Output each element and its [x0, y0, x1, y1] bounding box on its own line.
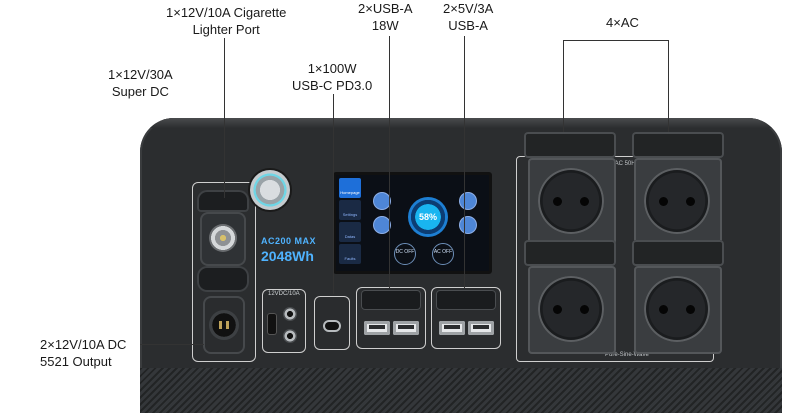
lead-usb-a-5v — [464, 36, 465, 288]
power-button[interactable] — [250, 170, 290, 210]
screen-menu: Homepage Settings Datas Faults — [339, 178, 361, 266]
menu-datas[interactable]: Datas — [339, 222, 361, 242]
lead-cigarette — [224, 38, 225, 198]
label-usb-a-18w: 2×USB-A 18W — [358, 1, 413, 33]
usb-a-5v-panel — [431, 287, 501, 349]
lead-ac-left — [563, 40, 564, 132]
pure-sine-label: Pure-Sine-Wave — [605, 352, 649, 358]
solar-input-icon — [374, 193, 390, 209]
ac-socket-1-well — [538, 168, 604, 234]
label-usb-a-5v: 2×5V/3A USB-A — [443, 1, 494, 33]
dc-5521-panel: 12VDC/10A — [262, 289, 306, 353]
ac-socket-3-well — [538, 276, 604, 342]
dc-off-button[interactable]: DC OFF — [394, 243, 416, 265]
lead-dc-5521 — [140, 344, 204, 345]
usb-a-18w-port-1[interactable] — [364, 321, 390, 335]
ac-socket-2-well — [644, 168, 710, 234]
lead-usb-a-18w — [389, 36, 390, 288]
menu-faults[interactable]: Faults — [339, 244, 361, 264]
ac-output-icon — [460, 217, 476, 233]
dc-output-icon — [460, 193, 476, 209]
battery-gauge: 58% — [408, 197, 448, 237]
ac-off-button[interactable]: AC OFF — [432, 243, 454, 265]
label-super-dc: 1×12V/30A Super DC — [108, 67, 173, 99]
cigarette-lighter-port[interactable] — [200, 212, 246, 266]
super-dc-port[interactable] — [203, 296, 245, 354]
usb-a-5v-port-2[interactable] — [468, 321, 494, 335]
ac-cover-2[interactable] — [632, 132, 724, 158]
super-dc-cover[interactable] — [197, 266, 249, 292]
dc-5521-tag: 12VDC/10A — [268, 291, 300, 297]
ac-socket-2[interactable] — [634, 158, 722, 246]
lighter-socket — [209, 224, 237, 252]
ac-cover-1[interactable] — [524, 132, 616, 158]
dc-5521-jack-1[interactable] — [283, 307, 297, 321]
usb-a-18w-cover[interactable] — [361, 290, 421, 310]
dc-5521-jack-2[interactable] — [283, 329, 297, 343]
usb-c-port[interactable] — [325, 322, 339, 330]
label-cigarette-lighter: 1×12V/10A Cigarette Lighter Port — [166, 5, 287, 37]
usb-c-panel — [314, 296, 350, 350]
usb-a-5v-port-1[interactable] — [439, 321, 465, 335]
label-ac: 4×AC — [606, 15, 639, 30]
ac-input-icon — [374, 217, 390, 233]
super-dc-socket — [209, 310, 239, 340]
usb-a-18w-port-2[interactable] — [393, 321, 419, 335]
ac-cover-3[interactable] — [524, 240, 616, 266]
usb-a-18w-panel — [356, 287, 426, 349]
device-top-edge — [140, 118, 782, 128]
lead-ac-top — [563, 40, 668, 41]
lead-usb-c — [333, 94, 334, 294]
ac-socket-3[interactable] — [528, 266, 616, 354]
lcd-screen: Homepage Settings Datas Faults 58% DC OF… — [333, 172, 492, 274]
label-usb-c: 1×100W USB-C PD3.0 — [292, 61, 373, 93]
usb-a-5v-cover[interactable] — [436, 290, 496, 310]
vent-grille — [140, 368, 782, 413]
ac-socket-4-well — [644, 276, 710, 342]
ac-cover-4[interactable] — [632, 240, 724, 266]
menu-settings[interactable]: Settings — [339, 200, 361, 220]
ac-socket-1[interactable] — [528, 158, 616, 246]
lighter-port-cover[interactable] — [197, 190, 249, 212]
lead-ac-right — [668, 40, 669, 132]
model-name: AC200 MAX — [261, 236, 317, 246]
dc-5521-switch[interactable] — [267, 313, 277, 335]
capacity-text: 2048Wh — [261, 248, 314, 264]
ac-socket-4[interactable] — [634, 266, 722, 354]
menu-homepage[interactable]: Homepage — [339, 178, 361, 198]
label-dc-5521: 2×12V/10A DC 5521 Output — [40, 337, 127, 369]
